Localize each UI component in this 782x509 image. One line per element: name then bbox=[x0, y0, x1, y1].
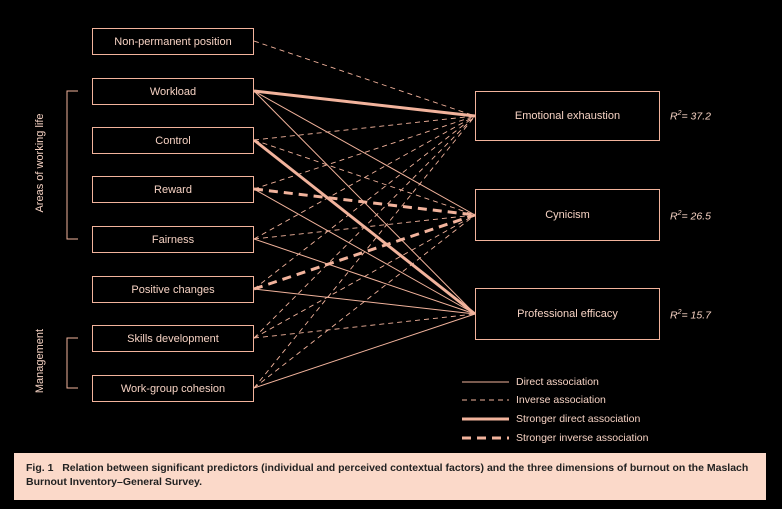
r2-value: = 26.5 bbox=[681, 210, 712, 223]
r2-professional-efficacy: R2= 15.7 bbox=[670, 309, 711, 322]
group-label-management: Management bbox=[34, 328, 46, 394]
predictor-box-skills: Skills development bbox=[92, 325, 254, 352]
association-cohesion-pe bbox=[253, 313, 476, 389]
association-reward-ee bbox=[253, 115, 476, 190]
predictor-box-cohesion: Work-group cohesion bbox=[92, 375, 254, 402]
association-positive-ee bbox=[253, 115, 476, 290]
r2-value: = 37.2 bbox=[681, 110, 712, 123]
predictor-label: Positive changes bbox=[131, 283, 215, 296]
predictor-label: Workload bbox=[149, 85, 197, 98]
r2-symbol: R bbox=[670, 309, 678, 322]
association-reward-cy bbox=[253, 187, 476, 217]
r2-symbol: R bbox=[670, 110, 678, 123]
predictor-box-reward: Reward bbox=[92, 176, 254, 203]
predictor-label: Skills development bbox=[127, 332, 219, 345]
predictor-box-nonperm: Non-permanent position bbox=[92, 28, 254, 55]
association-positive-cy bbox=[253, 213, 476, 291]
legend-inverse-label: Inverse association bbox=[516, 394, 606, 406]
predictor-label: Reward bbox=[154, 183, 192, 196]
association-workload-ee bbox=[253, 89, 476, 118]
bracket-areas bbox=[66, 90, 78, 240]
r2-symbol: R bbox=[670, 210, 678, 223]
predictor-label: Non-permanent position bbox=[114, 35, 232, 48]
outcome-box-professional-efficacy: Professional efficacy bbox=[475, 288, 660, 340]
association-skills-cy bbox=[253, 214, 476, 339]
association-nonperm-ee bbox=[253, 40, 476, 117]
outcome-label: Professional efficacy bbox=[517, 308, 618, 320]
association-cohesion-cy bbox=[253, 214, 476, 389]
legend-direct-label: Direct association bbox=[516, 376, 599, 388]
outcome-label: Emotional exhaustion bbox=[514, 110, 621, 122]
association-fairness-ee bbox=[253, 115, 476, 240]
outcome-label: Cynicism bbox=[545, 209, 590, 221]
outcome-box-emotional-exhaustion: Emotional exhaustion bbox=[475, 91, 660, 141]
predictor-label: Work-group cohesion bbox=[120, 382, 226, 395]
association-control-cy bbox=[253, 139, 476, 216]
predictor-box-workload: Workload bbox=[92, 78, 254, 105]
association-positive-pe bbox=[253, 288, 476, 315]
association-skills-ee bbox=[253, 115, 476, 339]
bracket-management bbox=[66, 337, 78, 389]
legend-strong-direct-label: Stronger direct association bbox=[516, 413, 641, 425]
r2-value: = 15.7 bbox=[681, 309, 712, 322]
association-cohesion-ee bbox=[253, 115, 476, 389]
outcome-box-cynicism: Cynicism bbox=[475, 189, 660, 241]
predictor-box-control: Control bbox=[92, 127, 254, 154]
group-label-areas: Areas of working life bbox=[34, 113, 46, 213]
figure-caption: Fig. 1 Relation between significant pred… bbox=[14, 453, 766, 500]
legend-strong-inverse-label: Stronger inverse association bbox=[516, 432, 649, 444]
predictor-box-positive: Positive changes bbox=[92, 276, 254, 303]
association-skills-pe bbox=[253, 313, 476, 339]
predictor-box-fairness: Fairness bbox=[92, 226, 254, 253]
r2-cynicism: R2= 26.5 bbox=[670, 210, 711, 223]
predictor-label: Control bbox=[155, 134, 191, 147]
caption-text: Relation between significant predictors … bbox=[26, 462, 749, 488]
predictor-label: Fairness bbox=[151, 233, 195, 246]
association-control-ee bbox=[253, 115, 476, 141]
caption-fig-number: Fig. 1 bbox=[26, 462, 54, 474]
r2-emotional-exhaustion: R2= 37.2 bbox=[670, 110, 711, 123]
association-workload-cy bbox=[253, 90, 476, 216]
